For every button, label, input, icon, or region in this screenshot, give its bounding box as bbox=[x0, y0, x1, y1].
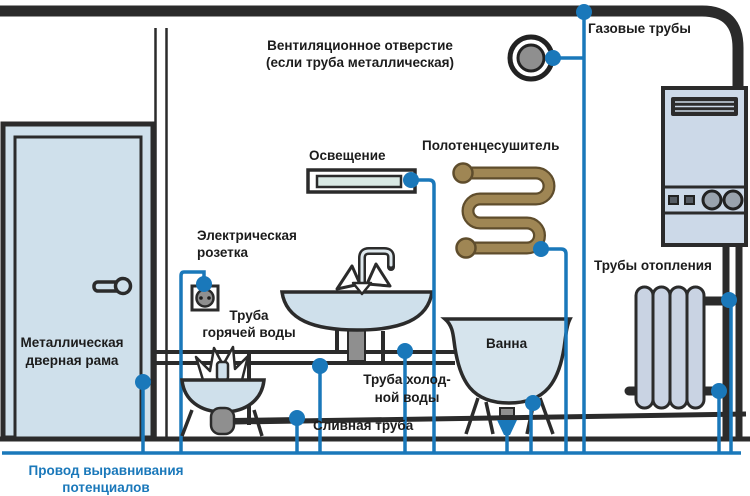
label-heating-pipes: Трубы отопления bbox=[594, 258, 712, 273]
door-handle bbox=[92, 276, 133, 296]
label-drain-pipe: Сливная труба bbox=[313, 418, 414, 433]
bonding-nodes bbox=[135, 4, 737, 426]
node-radiator-top bbox=[721, 292, 737, 308]
node-drain-pipe bbox=[289, 410, 305, 426]
label-bath: Ванна bbox=[486, 336, 528, 351]
outlet-bond-wire bbox=[179, 270, 206, 453]
label-outlet: Электрическая розетка bbox=[197, 228, 297, 260]
boiler-button bbox=[668, 195, 679, 205]
sink bbox=[279, 247, 435, 362]
towel-warmer bbox=[452, 162, 556, 259]
node-bathtub bbox=[525, 395, 541, 411]
node-vent bbox=[545, 50, 561, 66]
gas-pipe bbox=[0, 5, 744, 438]
boiler-knob bbox=[722, 189, 744, 211]
ceiling-lamp bbox=[306, 168, 417, 194]
bonding-wires bbox=[2, 12, 741, 455]
label-lighting: Освещение bbox=[309, 148, 386, 163]
sink-faucet bbox=[335, 247, 395, 296]
bath-drain-funnel bbox=[497, 407, 517, 435]
label-cold-water: Труба холод- ной воды bbox=[363, 372, 451, 405]
node-lamp bbox=[403, 172, 419, 188]
door bbox=[0, 121, 156, 441]
wall-corner bbox=[154, 28, 168, 438]
node-cold-pipe bbox=[397, 343, 413, 359]
node-towel-warmer bbox=[533, 241, 549, 257]
boiler-button bbox=[684, 195, 695, 205]
washbasin bbox=[180, 345, 301, 437]
node-radiator-bottom bbox=[711, 383, 727, 399]
label-gas-pipes: Газовые трубы bbox=[588, 21, 691, 36]
bathtub bbox=[440, 317, 573, 435]
node-gas-pipe bbox=[576, 4, 592, 20]
label-vent: Вентиляционное отверстие (если труба мет… bbox=[266, 38, 454, 70]
label-towel-warmer: Полотенцесушитель bbox=[422, 138, 560, 153]
node-outlet bbox=[196, 276, 212, 292]
boiler bbox=[661, 86, 748, 247]
label-bonding-wire: Провод выравнивания потенциалов bbox=[28, 463, 184, 495]
boiler-vent-grille bbox=[671, 97, 738, 116]
label-hot-water: Труба горячей воды bbox=[202, 308, 296, 340]
node-hot-pipe bbox=[312, 358, 328, 374]
boiler-knob bbox=[701, 189, 723, 211]
node-door-frame bbox=[135, 374, 151, 390]
label-door-frame: Металлическая дверная рама bbox=[20, 335, 124, 368]
